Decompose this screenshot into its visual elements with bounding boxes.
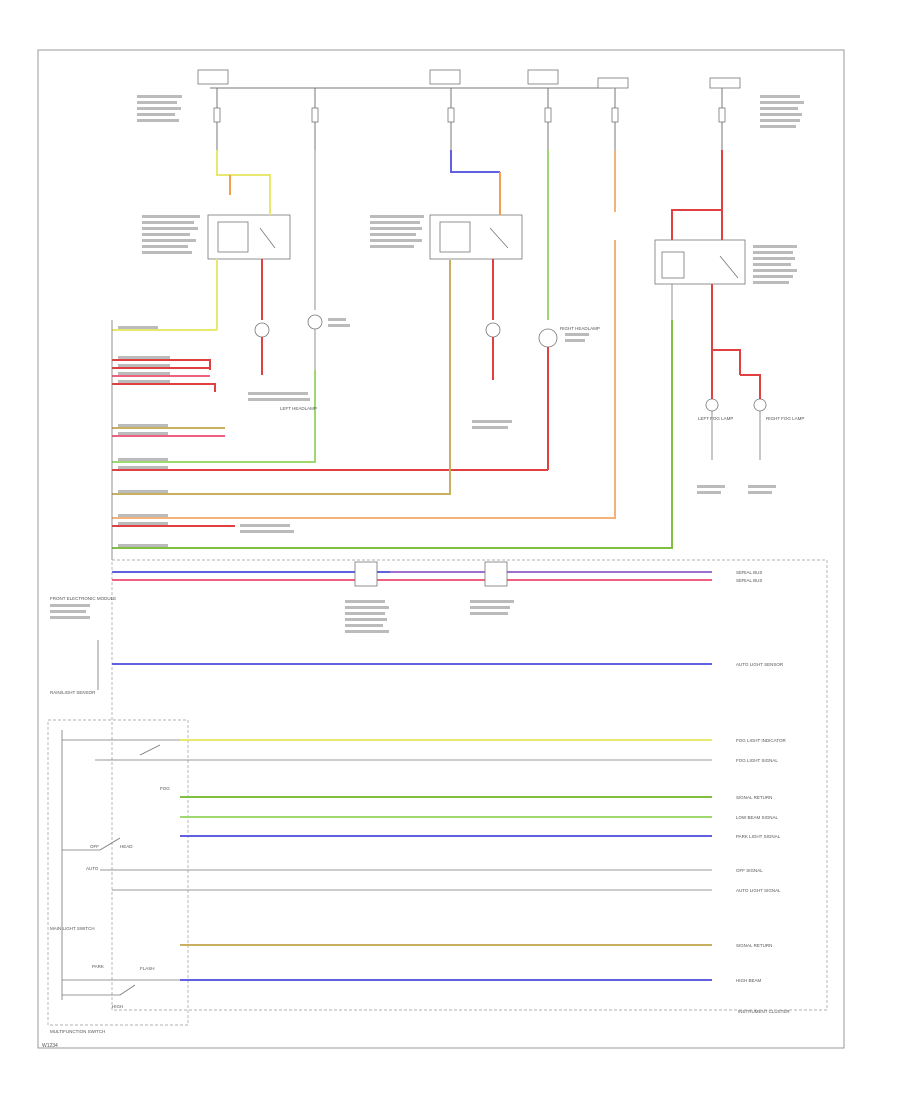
switch-label-high: HIGH: [112, 1004, 123, 1009]
signal-label-fog-light-signal: FOG LIGHT SIGNAL: [736, 758, 778, 763]
signal-label-fog-light-indicator: FOG LIGHT INDICATOR: [736, 738, 787, 743]
signal-label-serial-bus-2: SERIAL BUS: [736, 578, 762, 583]
signal-label-park-light-signal: PARK LIGHT SIGNAL: [736, 834, 781, 839]
right-headlamp-relay: [370, 214, 523, 260]
left-headlamp-group: [248, 314, 350, 401]
signal-label-off-signal: OFF SIGNAL: [736, 868, 763, 873]
switch-label-park: PARK: [92, 964, 104, 969]
main-light-switch-label: MAIN LIGHT SWITCH: [50, 926, 95, 931]
right-headlamp-group: [472, 322, 589, 470]
switch-position-labels: PARK AUTO OFF HEAD FOG FLASH HIGH: [86, 786, 170, 1009]
right-headlamp-label: RIGHT HEADLAMP: [560, 326, 600, 331]
left-low-beam-bulb: [254, 322, 270, 338]
signal-label-auto-light-signal: AUTO LIGHT SIGNAL: [736, 888, 781, 893]
right-low-beam-bulb: [485, 322, 501, 338]
left-headlamp-label: LEFT HEADLAMP: [280, 406, 317, 411]
signal-label-signal-return-2: SIGNAL RETURN: [736, 943, 772, 948]
left-fog-lamp-label: LEFT FOG LAMP: [698, 416, 733, 421]
right-fog-bulb: [753, 398, 767, 412]
switch-label-auto: AUTO: [86, 866, 99, 871]
right-fog-lamp-label: RIGHT FOG LAMP: [766, 416, 804, 421]
instrument-cluster-box: [111, 559, 828, 1011]
front-electronic-module-label: FRONT ELECTRONIC MODULE: [50, 596, 116, 601]
load-labels: LEFT HEADLAMP RIGHT HEADLAMP LEFT FOG LA…: [280, 326, 804, 421]
switch-label-off: OFF: [90, 844, 99, 849]
signal-label-auto-light-sensor: AUTO LIGHT SENSOR: [736, 662, 784, 667]
left-headlamp-relay: [142, 214, 291, 260]
left-fog-bulb: [705, 398, 719, 412]
rain-light-sensor-wiring: [97, 640, 712, 690]
diagram-border: [37, 49, 845, 1049]
switch-label-fog: FOG: [160, 786, 170, 791]
signal-label-signal-return-1: SIGNAL RETURN: [736, 795, 772, 800]
right-high-beam-bulb: [538, 328, 558, 348]
signal-label-high-beam: HIGH BEAM: [736, 978, 762, 983]
rain-light-sensor-label: RAIN/LIGHT SENSOR: [50, 690, 96, 695]
cluster-signal-wiring: [180, 739, 712, 981]
switch-label-head: HEAD: [120, 844, 133, 849]
fog-lamp-group: [697, 374, 776, 494]
switch-label-flash: FLASH: [140, 966, 155, 971]
front-module-harness: [111, 240, 673, 560]
fuse-section: [137, 69, 804, 150]
multifunction-switch-label: MULTIFUNCTION SWITCH: [50, 1029, 105, 1034]
cluster-signal-labels: SERIAL BUS SERIAL BUS AUTO LIGHT SENSOR …: [736, 570, 787, 983]
instrument-cluster-label: INSTRUMENT CLUSTER: [738, 1009, 790, 1014]
page-code: W1234: [42, 1043, 58, 1049]
left-high-beam-bulb: [307, 314, 323, 330]
signal-label-low-beam-signal: LOW BEAM SIGNAL: [736, 815, 779, 820]
fog-lamp-relay: [654, 239, 797, 285]
signal-label-serial-bus-1: SERIAL BUS: [736, 570, 762, 575]
upper-wiring: [216, 150, 741, 375]
serial-bus-wiring: [50, 561, 712, 633]
multifunction-switch-box: [47, 719, 189, 1026]
